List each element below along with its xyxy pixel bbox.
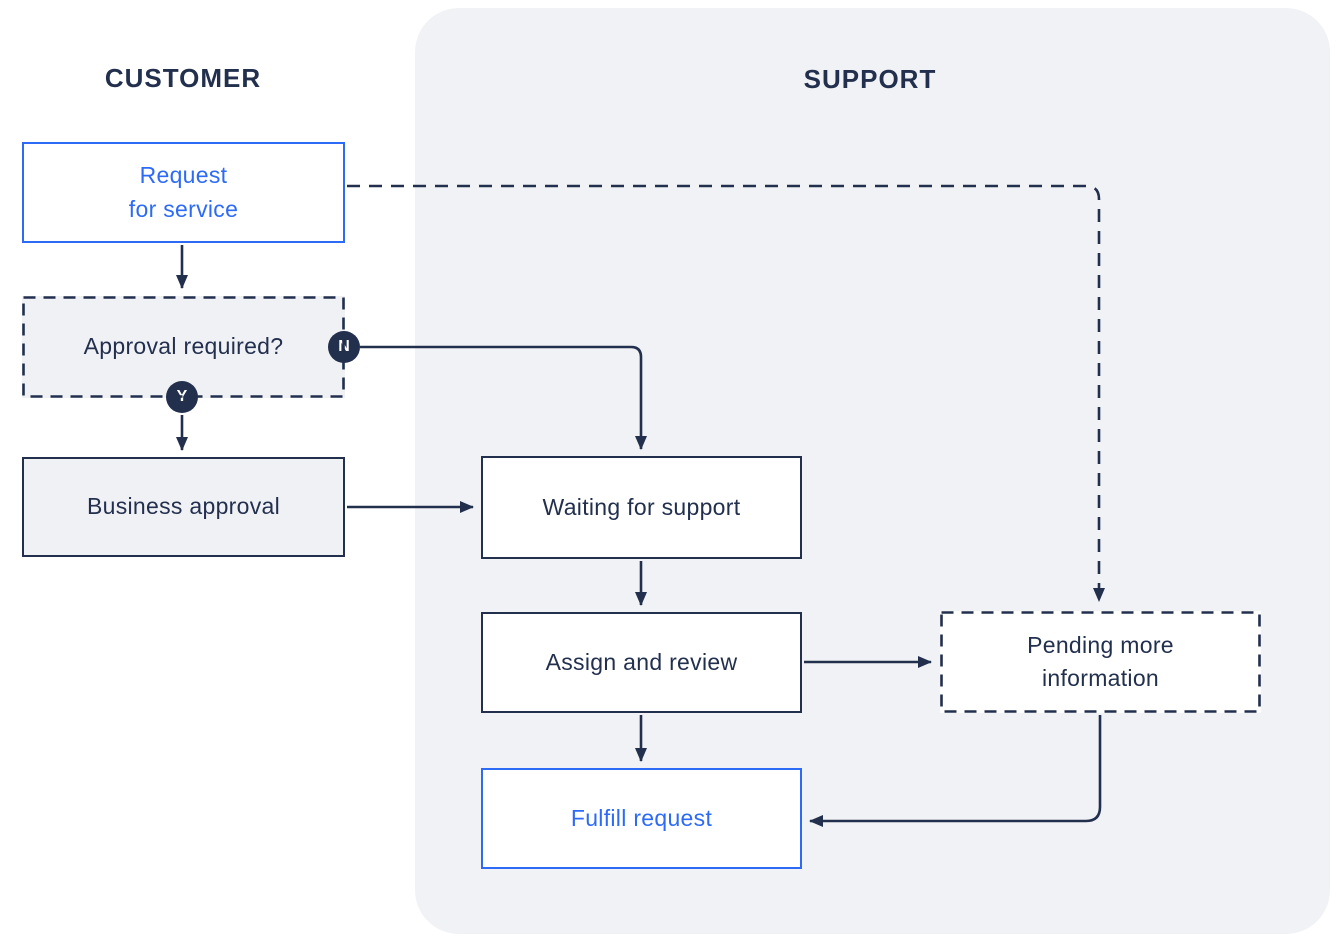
lane-title-customer: CUSTOMER: [104, 63, 262, 93]
node-approval-required: Approval required? N Y: [22, 296, 360, 413]
node-label: Approval required?: [83, 333, 284, 360]
edge-approval-waiting-no: [360, 345, 647, 450]
lane-title-support: SUPPORT: [803, 64, 937, 94]
node-label: Assign and review: [545, 648, 738, 675]
node-label: Fulfill request: [570, 804, 713, 831]
node-request-for-service: Request for service: [22, 142, 345, 243]
node-label: Request for service: [128, 162, 239, 222]
decision-badge-yes: Y: [166, 381, 198, 413]
decision-badge-no: N: [328, 331, 360, 363]
node-assign-and-review: Assign and review: [481, 612, 802, 713]
node-label: Business approval: [86, 493, 281, 520]
node-label: Waiting for support: [542, 493, 741, 520]
edge-request-pending-dashed: [347, 184, 1105, 602]
node-label: Pending more information: [1027, 631, 1174, 691]
node-fulfill-request: Fulfill request: [481, 768, 802, 869]
node-waiting-for-support: Waiting for support: [481, 456, 802, 559]
node-pending-more-information: Pending more information: [940, 611, 1261, 713]
node-business-approval: Business approval: [22, 457, 345, 557]
edge-pending-fulfill: [809, 715, 1102, 827]
